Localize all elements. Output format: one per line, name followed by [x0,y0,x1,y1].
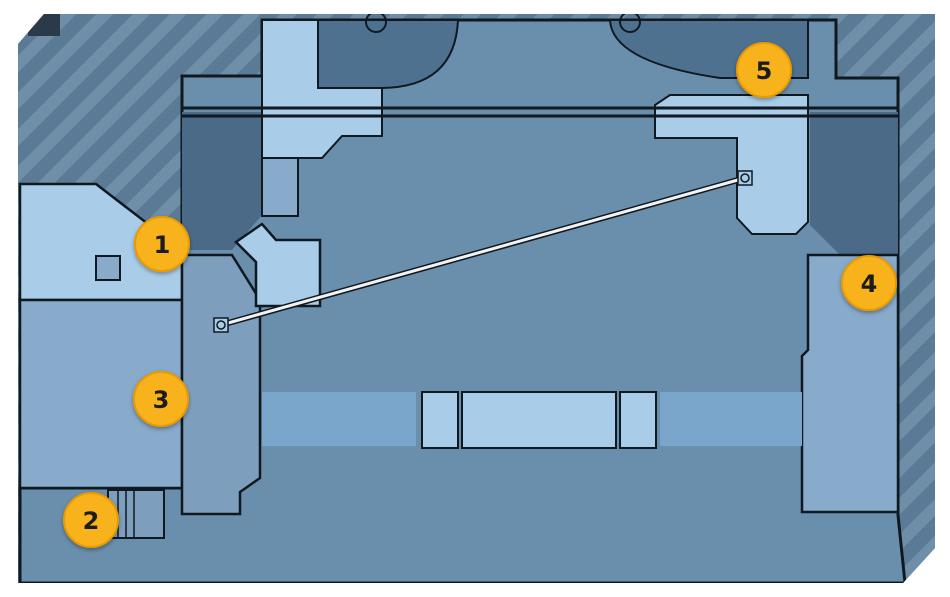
marker-3[interactable]: 3 [133,371,189,427]
left-tank-valve [365,14,387,33]
marker-5[interactable]: 5 [736,42,792,98]
right-tank-valve [619,14,641,33]
zipline-anchor-left[interactable] [213,317,229,333]
bridge-block-3 [619,391,657,449]
left-wall-block [182,112,262,250]
top-left-step [261,157,299,217]
marker-1[interactable]: 1 [134,216,190,272]
bridge-right-segment [660,392,802,446]
top-right-platform [654,94,809,235]
bridge-left-segment [262,392,416,446]
left-corridor [180,253,262,516]
marker-4-label: 4 [861,270,878,298]
marker-5-label: 5 [756,57,773,85]
bridge-block-2 [461,391,617,449]
marker-2-label: 2 [83,507,100,535]
right-wall-block [810,112,898,255]
angled-crate [234,222,322,308]
marker-3-label: 3 [153,386,170,414]
left-upper-crate [95,255,121,281]
zipline-anchor-right[interactable] [737,170,753,186]
marker-2[interactable]: 2 [63,492,119,548]
zipline-cable [220,176,746,327]
corner-notch [28,14,60,36]
marker-4[interactable]: 4 [841,255,897,311]
bridge-block-1 [421,391,459,449]
marker-1-label: 1 [154,231,171,259]
